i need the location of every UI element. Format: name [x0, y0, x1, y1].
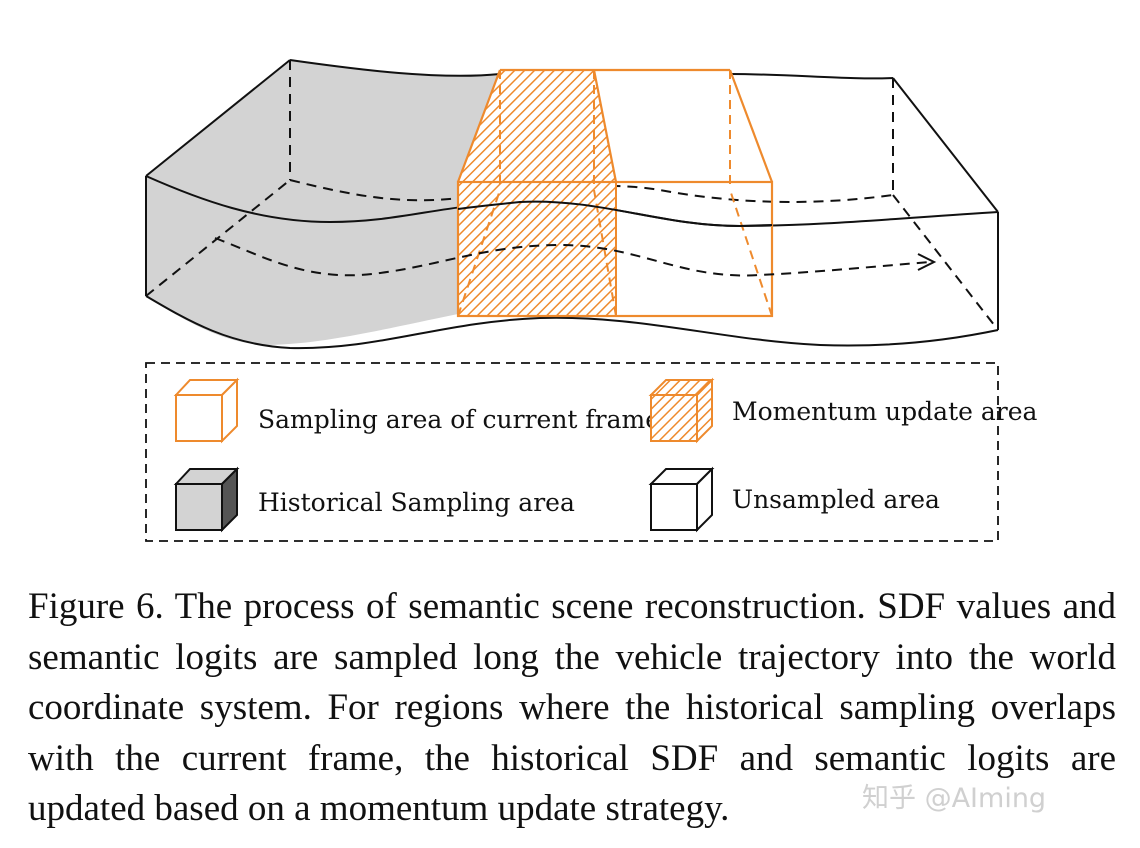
legend-label-unsampled: Unsampled area	[732, 485, 940, 514]
bottom-front-curve	[145, 295, 999, 350]
scene-reconstruction-diagram: Sampling area of current frame Momentum …	[145, 59, 1038, 542]
vehicle-trajectory-arrow	[214, 237, 937, 277]
legend-label-current-frame: Sampling area of current frame	[258, 405, 660, 434]
frame-top-mid	[592, 69, 618, 183]
top-front-curve-overlay	[457, 200, 773, 228]
top-back-curve	[289, 59, 894, 80]
frame-top-right	[728, 69, 774, 183]
legend: Sampling area of current frame Momentum …	[145, 362, 1038, 542]
top-left-edge	[145, 59, 291, 177]
frame-bottom-diag-mid	[593, 189, 617, 317]
legend-momentum-cube	[648, 377, 715, 444]
top-right-edge	[892, 77, 999, 213]
current-frame-box	[456, 68, 774, 318]
historical-sampling-region	[146, 60, 500, 345]
legend-current-frame-cube	[173, 377, 240, 444]
momentum-front-face	[458, 182, 616, 316]
figure-caption: Figure 6. The process of semantic scene …	[28, 586, 1116, 829]
legend-unsampled-cube	[648, 466, 715, 533]
legend-box	[145, 362, 999, 542]
bottom-left-edge	[145, 179, 291, 297]
legend-label-momentum: Momentum update area	[732, 397, 1038, 426]
frame-top-left	[456, 69, 502, 183]
scene-volume	[145, 59, 999, 350]
momentum-top-face	[458, 70, 616, 182]
legend-historical-cube	[173, 466, 240, 533]
legend-label-historical: Historical Sampling area	[258, 488, 575, 517]
bottom-right-edge	[892, 194, 999, 331]
frame-bottom-diag-right	[729, 189, 773, 317]
